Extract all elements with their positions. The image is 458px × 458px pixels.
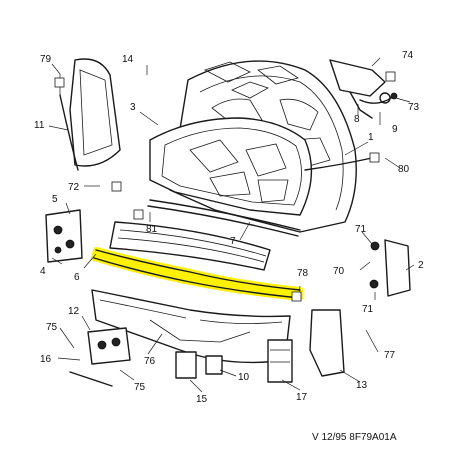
callout-layer: 79 14 74 3 73 11 8 9 1 80 72 5 81 7 71 4… — [34, 50, 424, 443]
callout-1: 1 — [368, 132, 374, 143]
callout-81: 81 — [146, 224, 158, 235]
hood-seal — [147, 199, 301, 237]
callout-71-top: 71 — [355, 224, 367, 235]
callout-75-bottom: 75 — [134, 382, 146, 393]
callout-7: 7 — [230, 236, 236, 247]
callout-17: 17 — [296, 392, 308, 403]
callout-14: 14 — [122, 54, 134, 65]
left-hinge-frame — [59, 58, 121, 171]
left-bracket — [45, 209, 83, 263]
callout-75-top: 75 — [46, 322, 58, 333]
callout-8: 8 — [354, 114, 360, 125]
diagram-caption: V 12/95 8F79A01A — [312, 432, 397, 443]
callout-11: 11 — [34, 120, 45, 131]
shock-mount — [267, 339, 293, 383]
release-cable — [304, 157, 373, 171]
lower-rod — [69, 371, 113, 387]
callout-2: 2 — [418, 260, 424, 271]
callout-16: 16 — [40, 354, 52, 365]
small-brackets — [175, 351, 223, 379]
callout-5: 5 — [52, 194, 58, 205]
hood-latch — [369, 239, 411, 297]
callout-70: 70 — [333, 266, 345, 277]
callout-10: 10 — [238, 372, 250, 383]
callout-13: 13 — [356, 380, 368, 391]
callout-15: 15 — [196, 394, 208, 405]
callout-80: 80 — [398, 164, 410, 175]
callout-73: 73 — [408, 102, 420, 113]
callout-9: 9 — [392, 124, 398, 135]
fluid-reservoir — [309, 309, 345, 377]
callout-79: 79 — [40, 54, 52, 65]
prop-rod — [359, 92, 398, 104]
callout-78: 78 — [297, 268, 309, 279]
radiator-grille — [109, 221, 271, 271]
hood-insulation — [149, 117, 313, 216]
callout-6: 6 — [74, 272, 80, 283]
callout-72: 72 — [68, 182, 80, 193]
callout-71-bottom: 71 — [362, 304, 374, 315]
callout-12: 12 — [68, 306, 80, 317]
horn — [87, 327, 131, 365]
callout-3: 3 — [130, 102, 136, 113]
callout-77: 77 — [384, 350, 396, 361]
callout-74: 74 — [402, 50, 414, 61]
lower-front-panel — [91, 289, 291, 364]
callout-4: 4 — [40, 266, 46, 277]
callout-76: 76 — [144, 356, 156, 367]
